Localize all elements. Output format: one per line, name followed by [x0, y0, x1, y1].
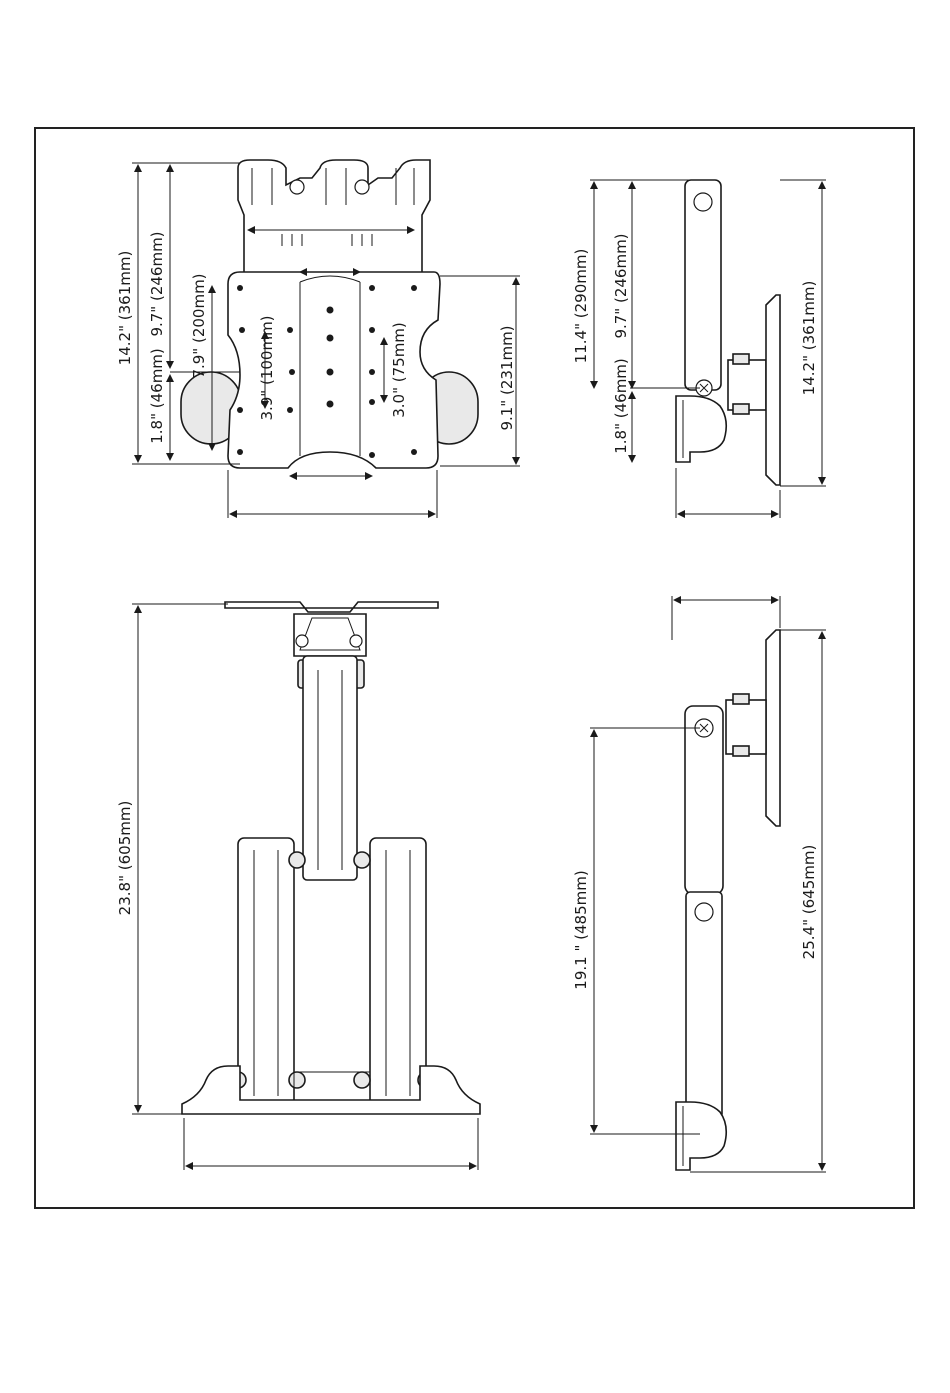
dim-label-overall-height: 25.4" (645mm)	[800, 845, 818, 960]
dim-label-wall-offset: 1.8" (46mm)	[612, 358, 630, 454]
dim-label-vesa-75: 3.0" (75mm)	[390, 322, 408, 418]
front-retracted-view: 14.2" (361mm) 9.7" (246mm) 7.9" (200mm) …	[116, 160, 520, 518]
dim-label-pivot-height: 19.1 " (485mm)	[572, 870, 590, 989]
dim-label-arm-height: 9.7" (246mm)	[612, 233, 630, 338]
dim-label-wall-offset: 1.8" (46mm)	[148, 348, 166, 444]
front-extended-view: 23.8" (605mm)	[116, 602, 480, 1170]
dim-label-plate-height: 14.2" (361mm)	[800, 281, 818, 396]
dim-label-overall-height: 14.2" (361mm)	[116, 251, 134, 366]
dim-label-vesa-200: 7.9" (200mm)	[190, 273, 208, 378]
dim-label-overall-height: 23.8" (605mm)	[116, 801, 134, 916]
dim-label-arm-height: 9.7" (246mm)	[148, 231, 166, 336]
side-retracted-view: 11.4" (290mm) 9.7" (246mm) 1.8" (46mm) 1…	[572, 180, 826, 518]
dim-label-pivot-height: 11.4" (290mm)	[572, 249, 590, 364]
dim-label-plate-height: 9.1" (231mm)	[498, 325, 516, 430]
dim-label-vesa-100: 3.9" (100mm)	[258, 315, 276, 420]
side-extended-view: 19.1 " (485mm) 25.4" (645mm)	[572, 596, 826, 1172]
